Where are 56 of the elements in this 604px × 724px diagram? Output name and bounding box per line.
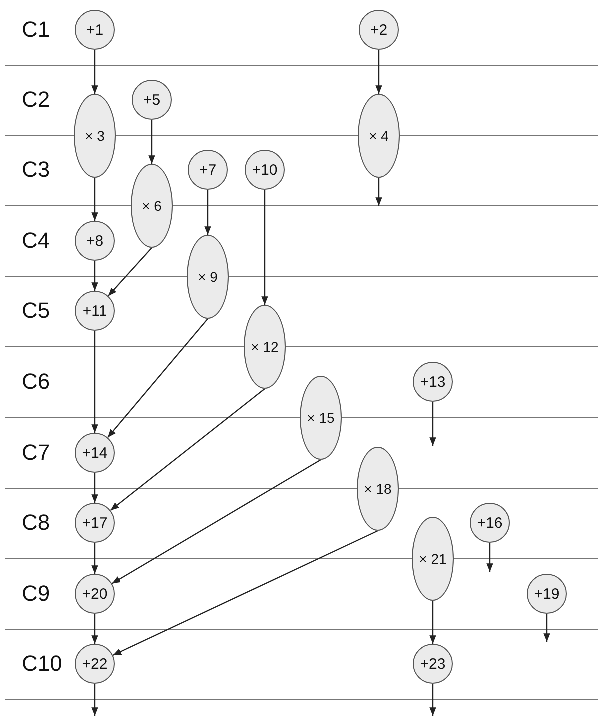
- add-node: +14: [75, 433, 115, 473]
- control-step-label: C3: [22, 157, 50, 183]
- arrow: [430, 601, 436, 644]
- control-step-label: C10: [22, 651, 62, 677]
- arrow: [376, 50, 382, 94]
- add-node: +7: [188, 150, 228, 190]
- add-node: +20: [75, 574, 115, 614]
- arrow: [430, 684, 436, 716]
- arrow: [376, 178, 382, 206]
- control-step-label: C7: [22, 440, 50, 466]
- control-step-label: C6: [22, 369, 50, 395]
- add-node: +17: [75, 503, 115, 543]
- arrow: [92, 178, 98, 221]
- arrow: [108, 248, 152, 297]
- multiply-node: × 18: [357, 447, 399, 531]
- add-node: +16: [470, 503, 510, 543]
- control-step-label: C9: [22, 581, 50, 607]
- multiply-node: × 4: [358, 94, 400, 178]
- multiply-node: × 15: [300, 376, 342, 460]
- arrow: [262, 190, 268, 305]
- arrow: [92, 261, 98, 291]
- arrow: [92, 614, 98, 644]
- multiply-node: × 21: [412, 517, 454, 601]
- add-node: +8: [75, 221, 115, 261]
- control-step-label: C1: [22, 17, 50, 43]
- arrow: [92, 331, 98, 433]
- control-step-label: C5: [22, 298, 50, 324]
- add-node: +2: [359, 10, 399, 50]
- arrow: [92, 50, 98, 94]
- add-node: +5: [132, 80, 172, 120]
- arrow: [110, 388, 266, 512]
- add-node: +1: [75, 10, 115, 50]
- control-step-label: C4: [22, 228, 50, 254]
- control-step-label: C8: [22, 510, 50, 536]
- add-node: +11: [75, 291, 115, 331]
- arrow: [92, 473, 98, 503]
- add-node: +19: [527, 574, 567, 614]
- arrow: [107, 318, 208, 438]
- add-node: +13: [413, 362, 453, 402]
- multiply-node: × 12: [244, 305, 286, 389]
- arrow: [204, 190, 212, 235]
- add-node: +22: [75, 644, 115, 684]
- arrow: [148, 120, 156, 164]
- arrow: [92, 684, 98, 716]
- multiply-node: × 3: [74, 94, 116, 178]
- arrow: [486, 543, 494, 572]
- multiply-node: × 6: [131, 164, 173, 248]
- multiply-node: × 9: [187, 235, 229, 319]
- add-node: +10: [245, 150, 285, 190]
- arrow: [112, 530, 378, 656]
- arrow: [544, 614, 550, 642]
- arrow: [112, 459, 322, 584]
- add-node: +23: [413, 644, 453, 684]
- control-step-label: C2: [22, 87, 50, 113]
- arrow: [430, 402, 436, 446]
- arrow: [92, 543, 98, 574]
